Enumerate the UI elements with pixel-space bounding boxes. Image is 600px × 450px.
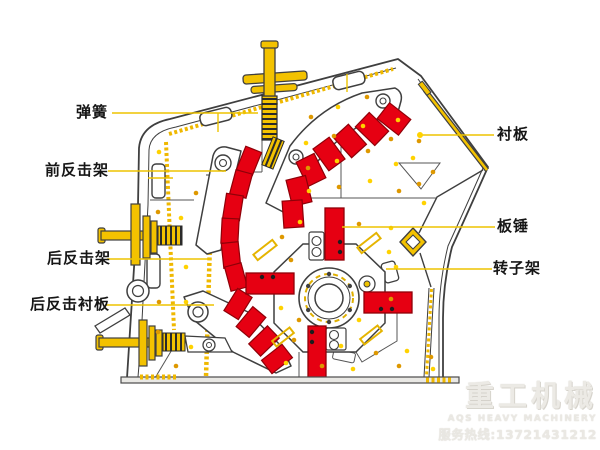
blow-bar-top (324, 207, 345, 261)
rotor-shaft (298, 267, 360, 329)
front-impact-frame (195, 145, 263, 293)
machine-base (120, 374, 460, 384)
rivet-dots (155, 94, 436, 372)
tension-rod-lower (95, 319, 234, 367)
label-spring: 弹簧 (76, 103, 109, 121)
impact-liner-chain-rear (223, 287, 294, 375)
label-front-impact-frame: 前反击架 (45, 161, 110, 179)
blow-bar-right (363, 291, 413, 314)
watermark-brand: 重工机械 (464, 379, 597, 413)
rotor-frame-assembly (251, 231, 386, 353)
tension-rod-upper (97, 203, 183, 266)
impact-liner-chain-upper (281, 101, 412, 229)
watermark-hotline: 服务热线:13721431212 (438, 426, 597, 442)
label-rear-impact-frame: 后反击架 (47, 249, 112, 267)
liner-plate-pointer-dot (417, 132, 423, 138)
leader-lines (105, 74, 495, 306)
impact-liner-chain-front (220, 145, 263, 293)
watermark: 重工机械 AQS HEAVY MACHINERY 服务热线:1372143121… (357, 379, 597, 443)
rear-impact-frame (183, 287, 294, 375)
label-rotor-frame: 转子架 (493, 259, 542, 277)
blow-bar-left (245, 272, 295, 295)
upper-impact-frame (265, 87, 412, 229)
blow-bars (245, 207, 413, 379)
blow-bar-bottom (307, 325, 327, 379)
label-liner-plate: 衬板 (497, 125, 530, 143)
label-blow-bar: 板锤 (497, 217, 530, 235)
diamond-joint-icon (399, 226, 427, 258)
label-rear-impact-liner: 后反击衬板 (30, 295, 111, 313)
watermark-subtitle: AQS HEAVY MACHINERY (447, 413, 597, 424)
